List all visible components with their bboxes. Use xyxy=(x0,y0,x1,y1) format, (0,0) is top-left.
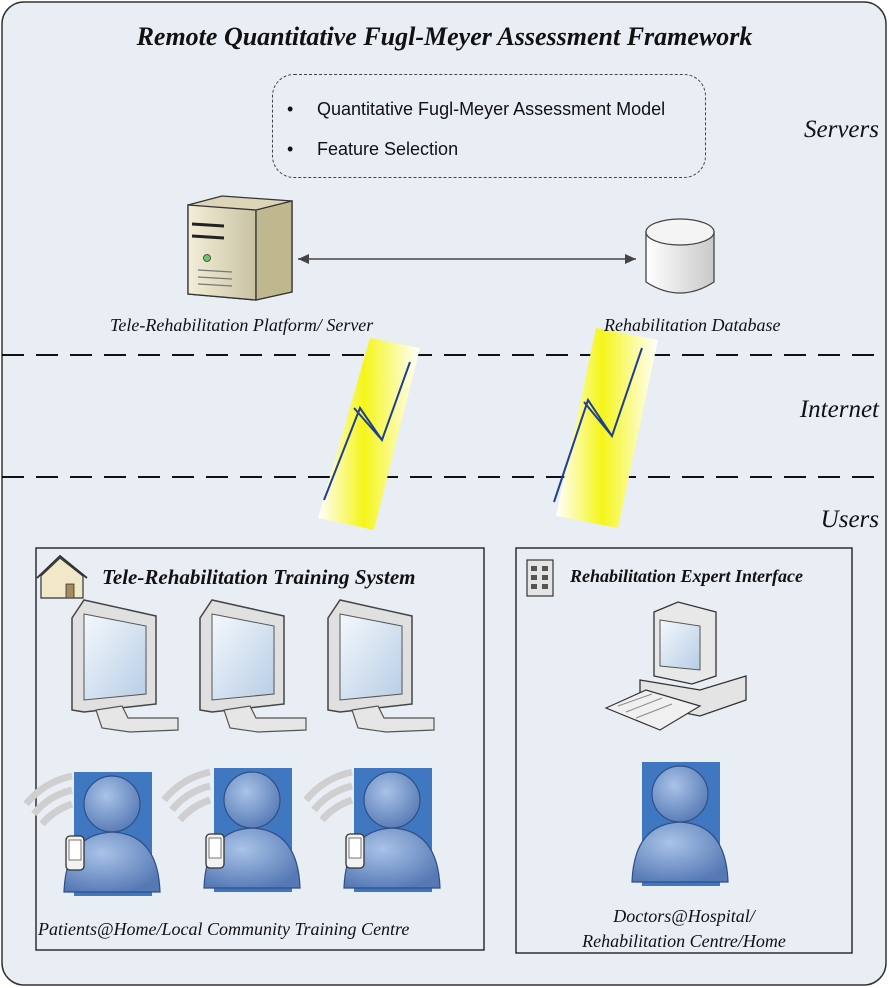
training-system-box xyxy=(35,547,485,951)
patient-icon-3 xyxy=(343,767,441,893)
zone-label-internet: Internet xyxy=(799,396,879,423)
model-box: Quantitative Fugl-Meyer Assessment Model… xyxy=(272,74,706,178)
database-icon xyxy=(645,218,715,294)
database-label: Rehabilitation Database xyxy=(604,315,781,335)
patient-icon-2 xyxy=(203,767,301,893)
lightning-icon-left xyxy=(318,338,420,530)
lightning-icon-right xyxy=(553,328,658,528)
doctors-label-line1: Doctors@Hospital/ xyxy=(613,906,755,926)
phone-icon-3 xyxy=(345,833,365,869)
server-icon xyxy=(187,195,293,301)
patient-icon-1 xyxy=(63,771,161,897)
server-database-link xyxy=(298,254,636,264)
phone-icon-2 xyxy=(205,833,225,869)
desktop-computer-icon xyxy=(604,601,747,731)
model-item-assessment: Quantitative Fugl-Meyer Assessment Model xyxy=(287,99,665,120)
server-label: Tele-Rehabilitation Platform/ Server xyxy=(110,315,374,335)
model-item-feature-selection: Feature Selection xyxy=(287,139,458,160)
diagram-title: Remote Quantitative Fugl-Meyer Assessmen… xyxy=(136,22,753,51)
training-system-title: Tele-Rehabilitation Training System xyxy=(102,565,416,589)
zone-label-users: Users xyxy=(820,506,879,533)
patients-label: Patients@Home/Local Community Training C… xyxy=(38,919,410,939)
doctor-icon xyxy=(631,761,729,887)
expert-interface-box xyxy=(515,547,853,954)
building-icon xyxy=(526,559,554,597)
expert-interface-title: Rehabilitation Expert Interface xyxy=(570,566,804,586)
zone-label-servers: Servers xyxy=(804,116,879,143)
house-icon xyxy=(36,554,88,599)
phone-icon-1 xyxy=(65,835,85,871)
doctors-label-line2: Rehabilitation Centre/Home xyxy=(582,931,786,951)
